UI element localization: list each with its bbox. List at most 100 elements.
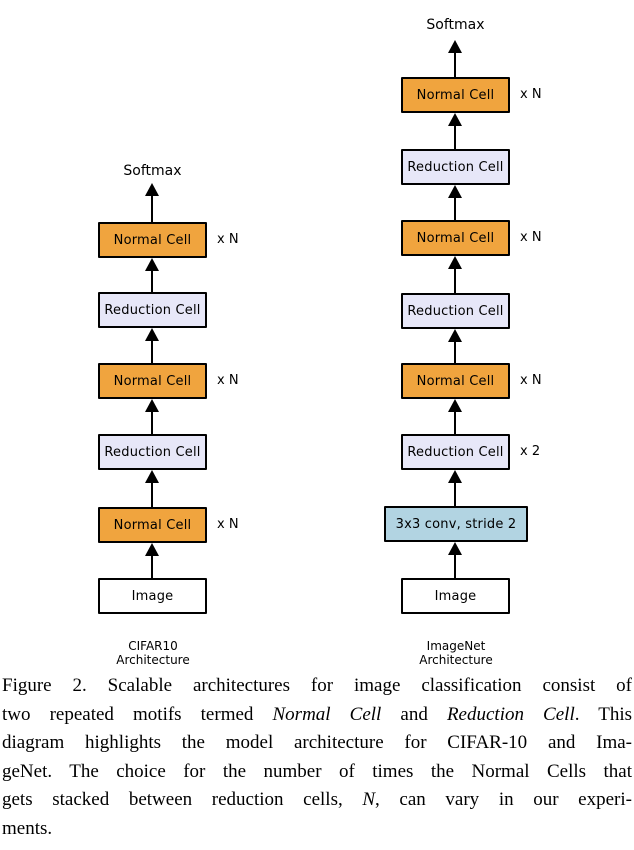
repeat-label: x N: [217, 517, 239, 532]
arrow-shaft: [454, 551, 456, 578]
caption-text: diagram highlights the model architectur…: [2, 732, 632, 753]
arrowhead-icon: [448, 113, 462, 126]
caption-text: . This: [574, 703, 632, 725]
arrow-shaft: [454, 49, 456, 77]
softmax-label: Softmax: [123, 163, 182, 179]
reduction-cell-label: Reduction Cell: [407, 444, 504, 460]
arrowhead-icon: [145, 543, 159, 556]
up-arrow-icon: [145, 470, 159, 507]
repeat-label: x N: [520, 373, 542, 388]
normal-cell-label: Normal Cell: [113, 373, 192, 389]
footer-line: ImageNet: [426, 639, 486, 653]
arrowhead-icon: [448, 185, 462, 198]
normal-cell-label: Normal Cell: [113, 517, 192, 533]
arrow-shaft: [454, 265, 456, 293]
up-arrow-icon: [448, 470, 462, 506]
image-box-label: Image: [131, 588, 174, 604]
arrowhead-icon: [448, 256, 462, 269]
arrow-shaft: [454, 194, 456, 220]
caption-text: , can vary in our experi-: [375, 789, 632, 810]
up-arrow-icon: [145, 543, 159, 578]
footer-line: Architecture: [116, 653, 190, 667]
normal-cell-box: Normal Cell: [401, 77, 510, 113]
repeat-label: x N: [217, 232, 239, 247]
footer-line: Architecture: [419, 653, 493, 667]
caption-text: ments.: [2, 817, 53, 839]
caption-line: two repeated motifs termed Normal Cell a…: [2, 701, 632, 730]
arrow-shaft: [151, 192, 153, 222]
caption-text-italic: Reduction Cell: [446, 703, 575, 725]
caption-line: gets stacked between reduction cells, N,…: [2, 786, 632, 815]
up-arrow-icon: [448, 542, 462, 578]
up-arrow-icon: [448, 185, 462, 220]
up-arrow-icon: [448, 399, 462, 434]
figure-caption: Figure 2. Scalable architectures for ima…: [2, 672, 632, 843]
conv-box-label: 3x3 conv, stride 2: [395, 516, 517, 532]
image-box-label: Image: [434, 588, 477, 604]
normal-cell-label: Normal Cell: [416, 230, 495, 246]
up-arrow-icon: [145, 183, 159, 222]
arrowhead-icon: [448, 399, 462, 412]
reduction-cell-box: Reduction Cell: [401, 149, 510, 185]
arrow-shaft: [151, 408, 153, 434]
arrowhead-icon: [145, 328, 159, 341]
conv-box: 3x3 conv, stride 2: [384, 506, 528, 542]
caption-text: geNet. The choice for the number of time…: [2, 760, 632, 782]
caption-text: gets stacked between reduction cells,: [2, 789, 363, 810]
reduction-cell-box: Reduction Cell: [98, 434, 207, 470]
up-arrow-icon: [448, 329, 462, 363]
arrow-shaft: [454, 479, 456, 506]
reduction-cell-box: Reduction Cell: [98, 292, 207, 328]
caption-line: geNet. The choice for the number of time…: [2, 758, 632, 787]
up-arrow-icon: [448, 256, 462, 293]
arrowhead-icon: [145, 258, 159, 271]
repeat-label: x N: [520, 87, 542, 102]
reduction-cell-label: Reduction Cell: [407, 159, 504, 175]
arrow-shaft: [454, 408, 456, 434]
repeat-label: x N: [217, 373, 239, 388]
reduction-cell-label: Reduction Cell: [407, 303, 504, 319]
normal-cell-label: Normal Cell: [416, 87, 495, 103]
arrow-shaft: [454, 338, 456, 363]
repeat-label: x 2: [520, 444, 541, 459]
arrow-shaft: [151, 337, 153, 363]
caption-line: Figure 2. Scalable architectures for ima…: [2, 672, 632, 701]
up-arrow-icon: [448, 113, 462, 149]
footer-line: CIFAR10: [128, 639, 178, 653]
softmax-label: Softmax: [426, 17, 485, 33]
image-box: Image: [98, 578, 207, 614]
arrowhead-icon: [145, 399, 159, 412]
reduction-cell-box: Reduction Cell: [401, 293, 510, 329]
arrowhead-icon: [448, 542, 462, 555]
caption-text-italic: N: [362, 789, 376, 810]
caption-text: Figure 2. Scalable architectures for ima…: [2, 675, 632, 696]
normal-cell-box: Normal Cell: [98, 222, 207, 258]
column-footer-cifar10: CIFAR10 Architecture: [88, 639, 218, 667]
normal-cell-box: Normal Cell: [98, 507, 207, 543]
caption-text: two repeated motifs termed: [2, 703, 273, 725]
caption-line: ments.: [2, 815, 632, 844]
arrow-shaft: [151, 552, 153, 578]
image-box: Image: [401, 578, 510, 614]
up-arrow-icon: [145, 258, 159, 292]
reduction-cell-label: Reduction Cell: [104, 302, 201, 318]
arrowhead-icon: [145, 470, 159, 483]
column-footer-imagenet: ImageNet Architecture: [391, 639, 521, 667]
arrow-shaft: [454, 122, 456, 149]
normal-cell-box: Normal Cell: [401, 220, 510, 256]
arrowhead-icon: [448, 329, 462, 342]
up-arrow-icon: [448, 40, 462, 77]
arrowhead-icon: [448, 40, 462, 53]
caption-text: and: [381, 703, 447, 725]
arrowhead-icon: [145, 183, 159, 196]
normal-cell-label: Normal Cell: [416, 373, 495, 389]
arrowhead-icon: [448, 470, 462, 483]
normal-cell-box: Normal Cell: [401, 363, 510, 399]
caption-text-italic: Normal Cell: [272, 703, 382, 725]
up-arrow-icon: [145, 399, 159, 434]
up-arrow-icon: [145, 328, 159, 363]
caption-line: diagram highlights the model architectur…: [2, 729, 632, 758]
arrow-shaft: [151, 267, 153, 292]
normal-cell-label: Normal Cell: [113, 232, 192, 248]
